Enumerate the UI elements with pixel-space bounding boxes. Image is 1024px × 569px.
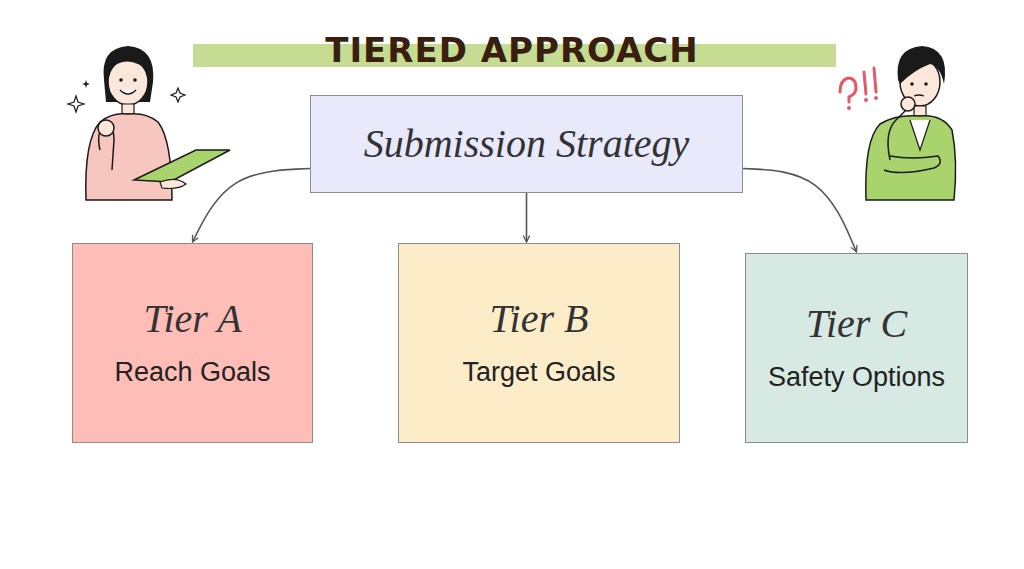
tier-box: Tier C Safety Options bbox=[745, 253, 968, 443]
woman-figure bbox=[68, 46, 230, 200]
tier-heading: Tier B bbox=[490, 295, 589, 343]
question-mark-symbol bbox=[840, 78, 856, 102]
tier-heading: Tier A bbox=[143, 295, 241, 343]
tier-box: Tier A Reach Goals bbox=[72, 243, 313, 443]
connector-arrow bbox=[526, 193, 528, 242]
tier-box: Tier B Target Goals bbox=[398, 243, 680, 443]
tier-description: Safety Options bbox=[768, 360, 945, 395]
strategy-box: Submission Strategy bbox=[310, 95, 743, 193]
connector-arrow bbox=[743, 169, 857, 253]
strategy-heading: Submission Strategy bbox=[364, 120, 690, 168]
man-figure bbox=[840, 46, 956, 200]
exclamation-symbol bbox=[864, 68, 876, 94]
diagram-title: TIERED APPROACH bbox=[0, 30, 1024, 70]
connector-arrow bbox=[193, 169, 311, 243]
tier-description: Reach Goals bbox=[114, 355, 270, 390]
tier-description: Target Goals bbox=[462, 355, 615, 390]
tier-heading: Tier C bbox=[806, 300, 907, 348]
